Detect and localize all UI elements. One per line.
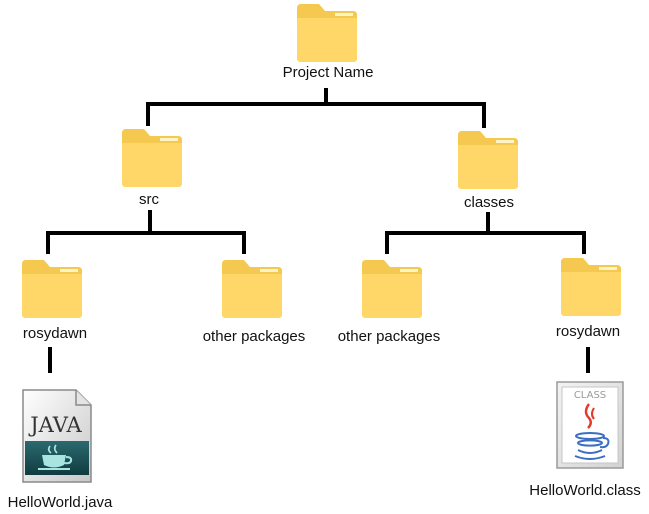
file-label: HelloWorld.class [529,482,641,499]
folder-icon [458,131,518,189]
folder-label: other packages [202,328,306,345]
folder-icon [362,260,422,318]
svg-text:CLASS: CLASS [574,390,606,401]
file-label: HelloWorld.java [7,494,113,511]
svg-text:JAVA: JAVA [28,413,82,437]
class-file-icon: CLASS [556,381,624,469]
folder-label: rosydawn [22,325,88,342]
folder-label: rosydawn [555,323,621,340]
folder-icon [22,260,82,318]
folder-icon [122,129,182,187]
folder-icon [561,258,621,316]
folder-label: src [139,191,159,208]
folder-icon [222,260,282,318]
folder-label: other packages [337,328,441,345]
folder-icon [297,4,357,62]
folder-label: classes [463,194,515,211]
java-file-icon: JAVA [22,389,92,483]
folder-label: Project Name [282,64,374,81]
